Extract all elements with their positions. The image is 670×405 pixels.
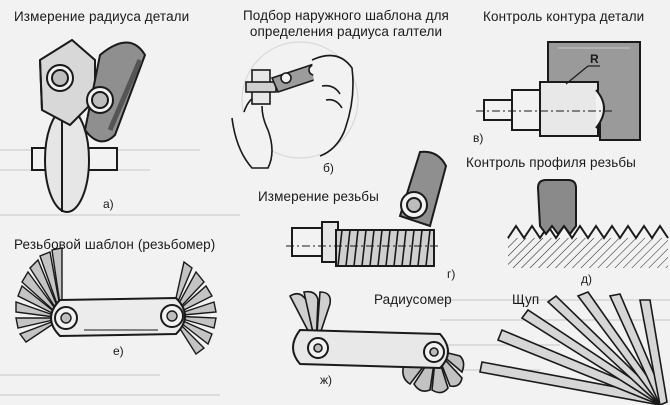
radius-gauge-figure [288, 290, 465, 394]
label-fillet-template: Подбор наружного шаблона для определения… [226, 8, 466, 40]
radius-mark: R [590, 52, 599, 66]
label-thread-profile-control: Контроль профиля резьбы [466, 155, 636, 170]
tag-d: д) [581, 272, 592, 286]
contour-control-figure [476, 41, 641, 141]
label-fillet-template-line1: Подбор наружного шаблона для [243, 8, 449, 23]
thread-measure-figure [286, 150, 448, 267]
thread-profile-figure [507, 179, 669, 268]
label-thread-gauge: Резьбовой шаблон (резьбомер) [14, 237, 216, 252]
radius-measure-figure [31, 38, 147, 213]
label-contour-control: Контроль контура детали [483, 9, 645, 24]
thread-gauge-figure [15, 247, 217, 356]
label-thread-measure: Измерение резьбы [258, 189, 379, 204]
label-radius-gauge: Радиусомер [374, 292, 452, 307]
tag-v: в) [473, 131, 484, 145]
tag-a: а) [103, 197, 114, 211]
label-radius-measure: Измерение радиуса детали [14, 9, 190, 24]
feeler-gauge-figure [479, 291, 668, 405]
tag-zh: ж) [320, 373, 333, 387]
tag-b: б) [323, 161, 334, 175]
tag-g: г) [447, 267, 456, 281]
tag-e: е) [113, 344, 124, 358]
label-feeler-gauge: Щуп [512, 292, 540, 307]
fillet-template-figure [231, 41, 359, 169]
label-fillet-template-line2: определения радиуса галтели [249, 24, 443, 39]
